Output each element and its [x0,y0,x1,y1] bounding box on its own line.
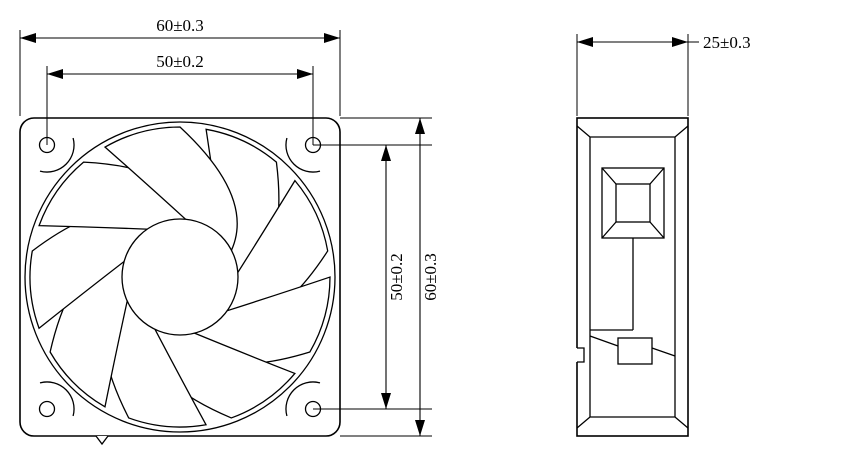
corner-bosses [39,137,321,417]
corner-boss-arc [39,137,75,173]
notch-mask [573,348,584,362]
dimension-label-depth: 25±0.3 [703,33,751,52]
side-internal-details [576,125,689,429]
gate-mark [95,435,109,446]
corner-boss-arc [285,137,321,173]
top-flange-line [576,125,689,138]
corner-boss-arc [285,381,321,417]
fan-blades [1,99,352,451]
dimension-lines [20,33,688,436]
dimensioning: 60±0.3 50±0.2 50±0.2 60±0.3 25±0.3 [19,16,751,437]
side-notch [577,347,585,363]
bottom-flange-line [576,416,689,429]
corner-boss-arc [39,381,75,417]
blade-section-line [589,335,619,347]
hub-profile-inner [615,183,651,223]
front-view [1,99,352,451]
dimension-label-height-outer: 60±0.3 [421,253,440,301]
fan-hub [121,218,239,336]
hub-chamfer-lines [601,167,665,239]
bearing-profile [617,337,653,365]
dimension-label-height-holes: 50±0.2 [387,253,406,301]
blade-section-line [651,347,676,357]
mounting-hole [38,400,56,418]
side-view [573,117,689,437]
dimension-label-width-outer: 60±0.3 [156,16,204,35]
mounting-holes [38,136,322,418]
dimension-label-width-holes: 50±0.2 [156,52,204,71]
